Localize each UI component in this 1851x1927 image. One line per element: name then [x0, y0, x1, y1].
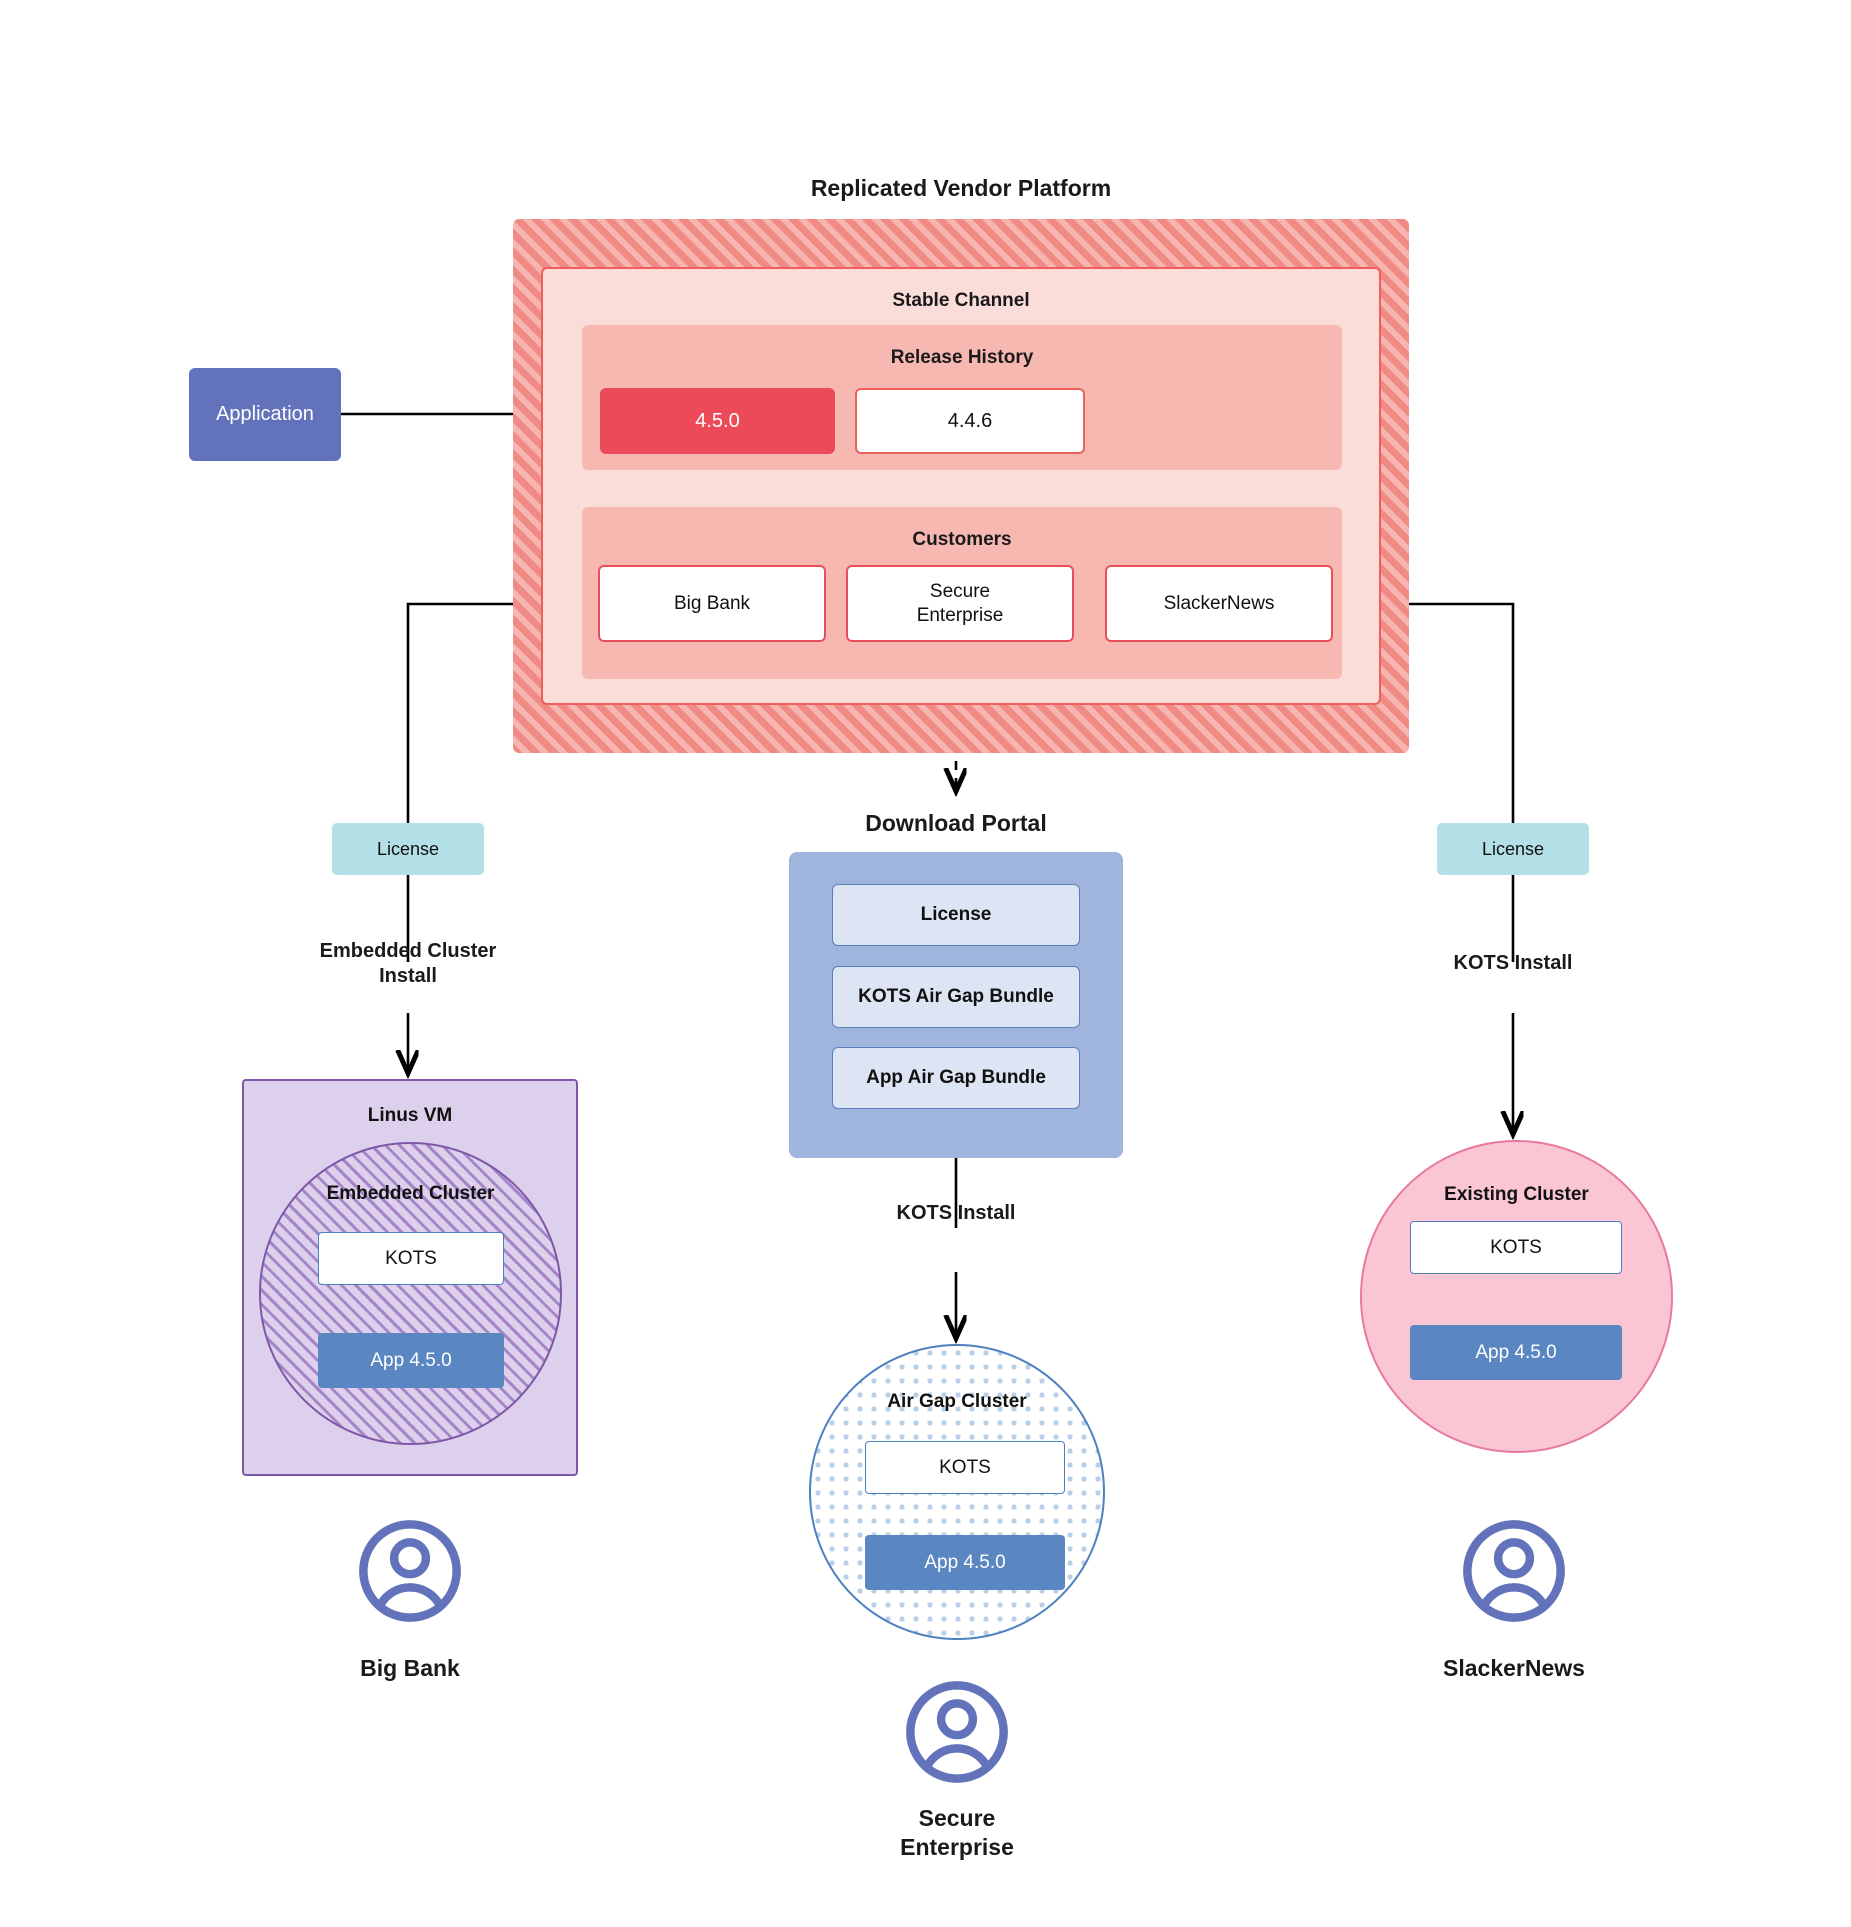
persona-label-slackernews: SlackerNews [1443, 1654, 1585, 1681]
persona-label-secure-enterprise: Secure Enterprise [900, 1805, 1014, 1860]
customer-secure-enterprise[interactable]: Secure Enterprise [846, 565, 1074, 642]
air-gap-cluster-label: Air Gap Cluster [887, 1391, 1027, 1412]
release-history-label: Release History [890, 346, 1034, 368]
license-chip-left[interactable]: License [332, 823, 484, 875]
embedded-cluster-app-box[interactable]: App 4.5.0 [318, 1333, 504, 1388]
license-chip-right[interactable]: License [1437, 823, 1589, 875]
existing-cluster-label: Existing Cluster [1444, 1184, 1589, 1205]
avatar-secure-enterprise [904, 1679, 1010, 1785]
customers-label: Customers [912, 528, 1012, 550]
download-item-app-air-gap-bundle[interactable]: App Air Gap Bundle [832, 1047, 1080, 1109]
page-title: Replicated Vendor Platform [810, 174, 1112, 201]
embedded-cluster-kots-box[interactable]: KOTS [318, 1232, 504, 1285]
release-item-previous[interactable]: 4.4.6 [855, 388, 1085, 454]
linus-vm-label: Linus VM [367, 1105, 453, 1126]
stable-channel-label: Stable Channel [892, 290, 1030, 311]
customer-slackernews[interactable]: SlackerNews [1105, 565, 1333, 642]
customer-big-bank[interactable]: Big Bank [598, 565, 826, 642]
user-icon [906, 1681, 1008, 1783]
avatar-big-bank [357, 1518, 463, 1624]
persona-label-big-bank: Big Bank [360, 1654, 460, 1681]
existing-cluster-kots-box[interactable]: KOTS [1410, 1221, 1622, 1274]
air-gap-cluster-kots-box[interactable]: KOTS [865, 1441, 1065, 1494]
avatar-slackernews [1461, 1518, 1567, 1624]
embedded-cluster-label: Embedded Cluster [326, 1183, 495, 1204]
application-node[interactable]: Application [189, 368, 341, 461]
install-label-center-kots: KOTS Install [896, 1201, 1016, 1224]
embedded-cluster-circle [259, 1142, 562, 1445]
user-icon [1463, 1520, 1565, 1622]
existing-cluster-app-box[interactable]: App 4.5.0 [1410, 1325, 1622, 1380]
existing-cluster-circle [1360, 1140, 1673, 1453]
air-gap-cluster-app-box[interactable]: App 4.5.0 [865, 1535, 1065, 1590]
user-icon [359, 1520, 461, 1622]
download-portal-title: Download Portal [865, 809, 1047, 836]
release-item-current[interactable]: 4.5.0 [600, 388, 835, 454]
download-item-license[interactable]: License [832, 884, 1080, 946]
download-item-kots-air-gap-bundle[interactable]: KOTS Air Gap Bundle [832, 966, 1080, 1028]
install-label-embedded-cluster: Embedded Cluster Install [319, 940, 497, 987]
install-label-right-kots: KOTS Install [1453, 951, 1573, 974]
